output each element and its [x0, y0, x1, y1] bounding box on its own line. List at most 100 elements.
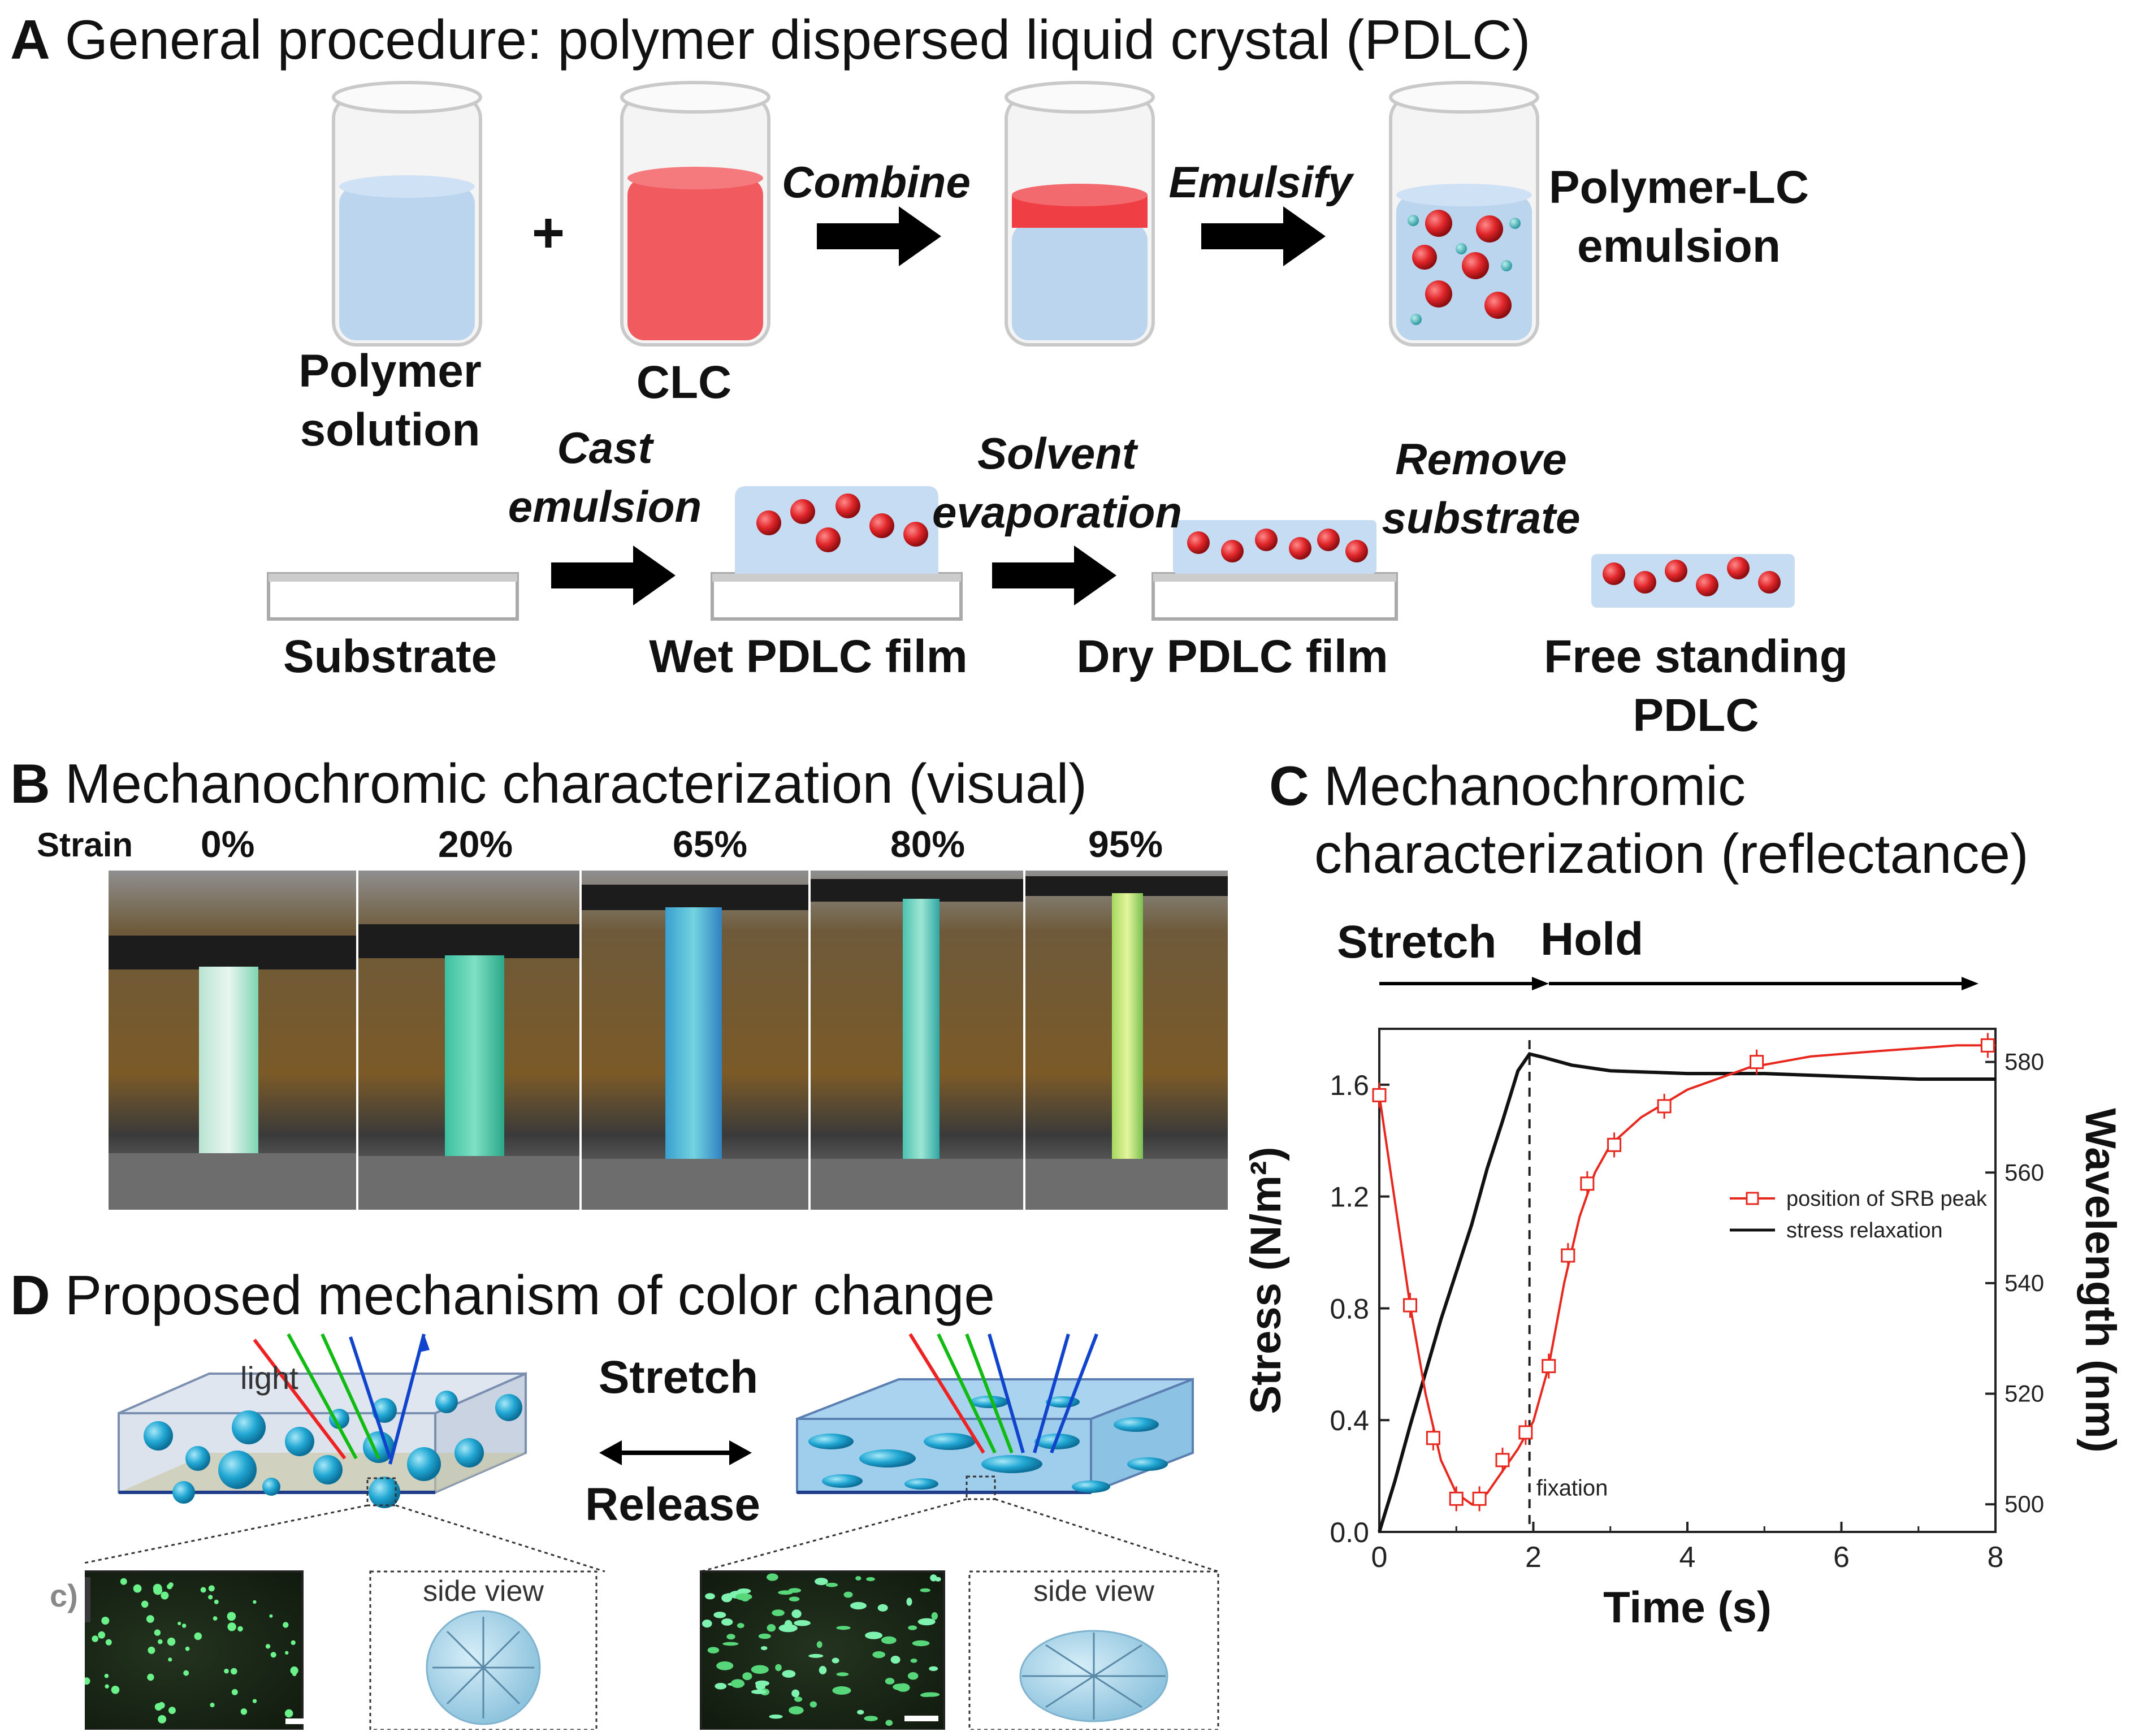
micrograph-droplet [794, 1620, 811, 1626]
micrograph-droplet [855, 1576, 861, 1581]
micrograph-droplet [716, 1661, 734, 1670]
micrograph-droplet [224, 1668, 229, 1674]
micrograph-droplet [148, 1646, 155, 1654]
y2-axis-label: Wavelength (nm) [2076, 1108, 2124, 1452]
step-solvent-evaporation: Solvent evaporation [904, 424, 1210, 542]
strain-photo-20 [357, 871, 581, 1210]
side-view-sphere [369, 1570, 598, 1730]
x-tick-label: 8 [1988, 1541, 2004, 1574]
micrograph-droplet [816, 1641, 822, 1648]
micrograph-droplet [782, 1670, 796, 1678]
step-remove-line2: substrate [1382, 493, 1581, 543]
plot-frame [1378, 1028, 1997, 1533]
micrograph-droplet [269, 1614, 273, 1618]
micrograph-droplet [240, 1708, 248, 1715]
micrograph-droplet [85, 1677, 90, 1685]
arrow-cast [551, 546, 676, 605]
micrograph-droplet [907, 1672, 919, 1680]
micrograph-droplet [857, 1709, 864, 1715]
micrograph-droplet [154, 1629, 161, 1636]
panel-b-letter: B [10, 752, 50, 815]
micrograph-droplet [105, 1684, 109, 1689]
label-emulsion-line1: Polymer-LC [1548, 162, 1809, 213]
panel-a-letter: A [10, 8, 50, 71]
light-rays-left [253, 1333, 430, 1465]
label-free-line2: PDLC [1633, 690, 1759, 741]
micrograph-droplet [200, 1587, 206, 1593]
micrograph-droplet [832, 1686, 851, 1695]
micrograph-droplet [154, 1703, 162, 1711]
y2-tick-label: 520 [2005, 1380, 2044, 1406]
label-clc: CLC [636, 357, 732, 408]
micrograph-droplet [133, 1584, 142, 1593]
micrograph-droplet [832, 1657, 839, 1664]
micrograph-droplet [906, 1598, 912, 1606]
micrograph-droplet [167, 1583, 172, 1590]
step-cast-line2: emulsion [508, 482, 702, 531]
legend-marker-srb [1746, 1192, 1759, 1205]
micrograph-droplet [737, 1623, 744, 1629]
label-free-standing: Free standing PDLC [1492, 627, 1899, 745]
micrograph-droplet [284, 1709, 293, 1718]
strain-photo-strip [109, 871, 1228, 1210]
arrow-evaporation [992, 546, 1116, 605]
micrograph-droplet [791, 1689, 800, 1698]
micrograph-droplet [881, 1636, 897, 1644]
stress-relaxation-line [1378, 1052, 1995, 1532]
micrograph-droplet [791, 1609, 802, 1618]
strain-95: 95% [1088, 823, 1163, 865]
micrograph-droplet [285, 1651, 289, 1655]
phase-arrows [1379, 977, 1979, 990]
micrograph-droplet [772, 1609, 785, 1616]
label-emulsion: Polymer-LC emulsion [1538, 158, 1820, 276]
micrograph-droplet [231, 1689, 238, 1695]
strain-photo-0 [109, 871, 357, 1210]
micrograph-droplet [231, 1668, 237, 1675]
zoom-lines [85, 1498, 1219, 1573]
substrate-diagram [267, 572, 519, 621]
micrograph-droplet [214, 1599, 219, 1604]
micrograph-droplet [194, 1632, 202, 1640]
stretch-phase-label: Stretch [1337, 916, 1497, 968]
micrograph-droplet [755, 1680, 769, 1686]
micrograph-droplet [930, 1574, 937, 1582]
srb-peak-point [1750, 1055, 1764, 1070]
micrograph-droplet [751, 1689, 767, 1694]
y-tick-label: 0.4 [1330, 1405, 1369, 1436]
panel-d-title-text: Proposed mechanism of color change [64, 1264, 995, 1326]
micrograph-droplet [893, 1683, 908, 1691]
panel-a-diagram [267, 81, 1795, 621]
stretched-block [796, 1378, 1194, 1500]
micrograph-droplet [270, 1652, 276, 1658]
step-remove-line1: Remove [1395, 434, 1567, 484]
arrow-emulsify [1201, 206, 1326, 266]
micrograph-droplet [735, 1593, 752, 1600]
micrograph-droplet [290, 1666, 298, 1675]
micrograph-droplet [213, 1616, 218, 1621]
micrograph-droplet [758, 1633, 771, 1639]
micrograph-droplet [850, 1601, 867, 1610]
micrograph-droplet [825, 1582, 838, 1587]
micrograph-droplet [715, 1683, 727, 1690]
micrograph-droplet [767, 1624, 776, 1632]
micrograph-droplet [147, 1673, 154, 1681]
micrograph-droplet [291, 1640, 296, 1646]
mechanism-diagram [85, 1333, 1219, 1730]
micrograph-droplet [168, 1707, 176, 1715]
micrograph-droplet [253, 1600, 257, 1604]
y2-tick-label: 580 [2005, 1049, 2044, 1075]
srb-peak-point [1980, 1038, 1995, 1053]
micrograph-droplet [809, 1701, 817, 1708]
micrograph-droplet [722, 1642, 739, 1646]
wet-film-diagram [711, 486, 963, 621]
micrograph-droplet [141, 1600, 149, 1608]
micrograph-droplet [751, 1665, 769, 1674]
micrograph-droplet [265, 1644, 271, 1649]
micrograph-droplet [730, 1679, 744, 1688]
y2-tick-label: 540 [2005, 1270, 2044, 1296]
